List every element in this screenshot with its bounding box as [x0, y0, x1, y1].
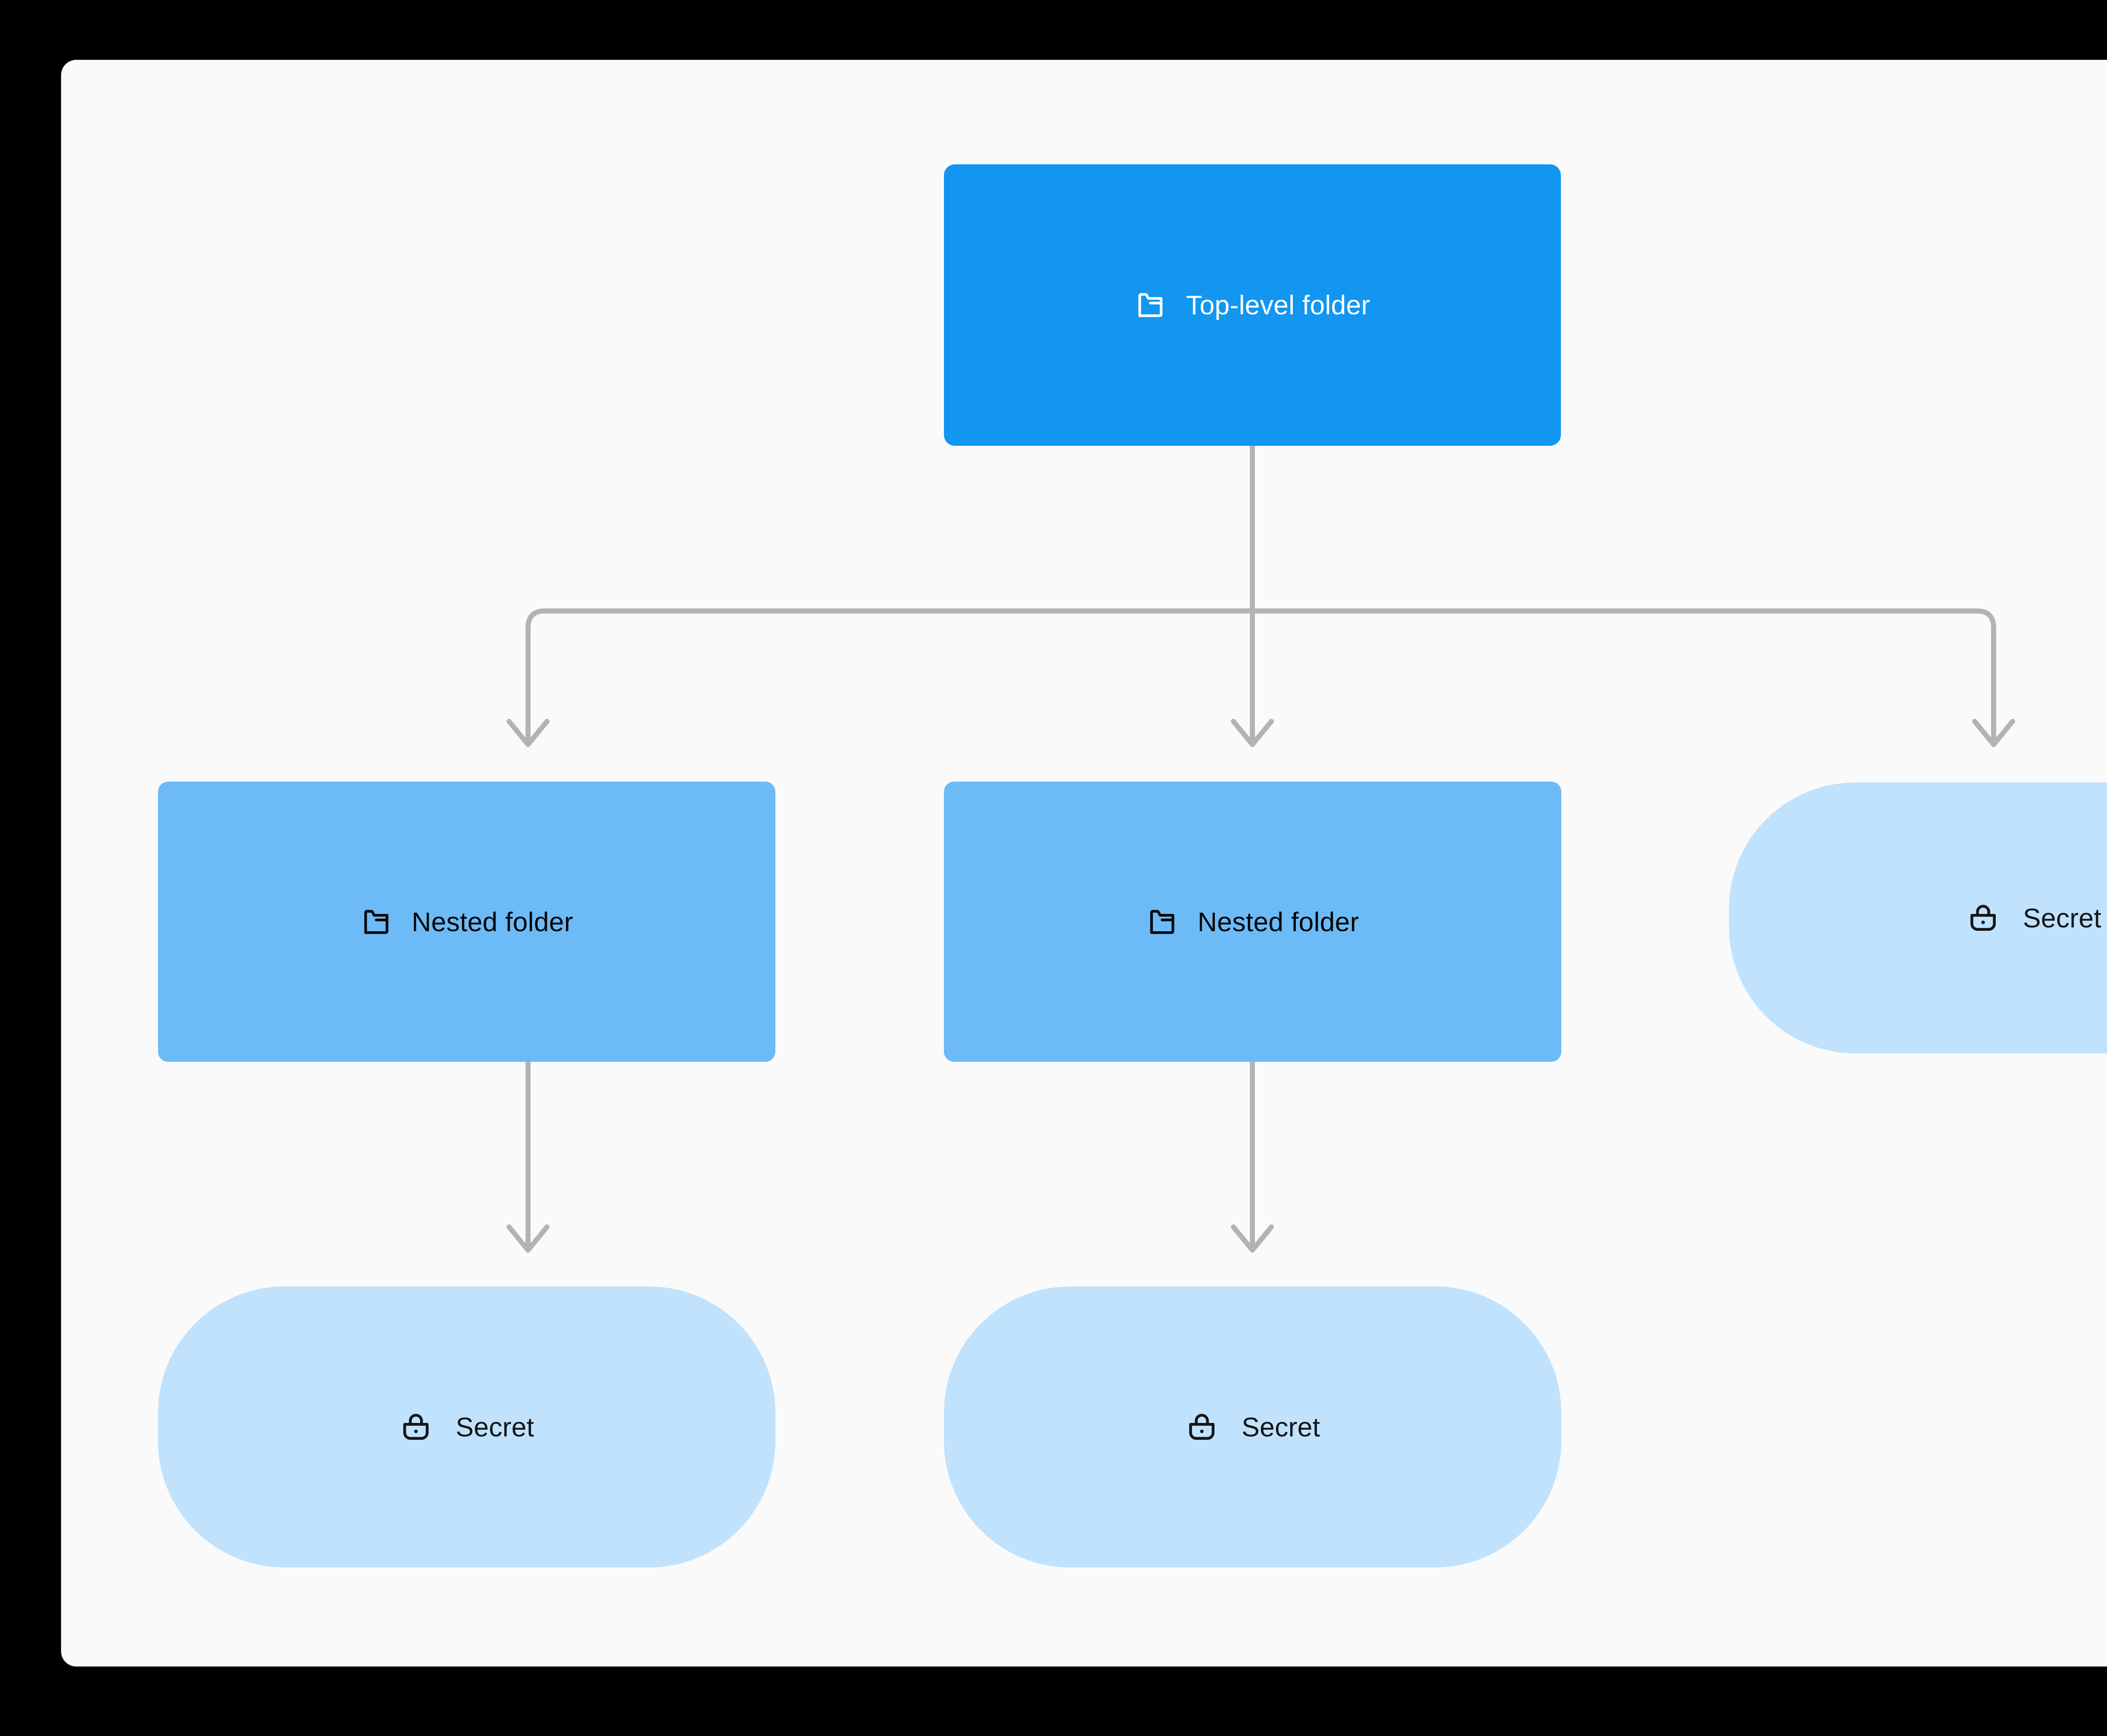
- arrowhead-secret-mid: [1231, 1224, 1274, 1253]
- node-label: Top-level folder: [1186, 290, 1370, 320]
- diagram-canvas: Top-level folder Nested folder: [61, 60, 2107, 1666]
- node-label: Nested folder: [1197, 906, 1359, 937]
- folder-icon: [360, 906, 392, 938]
- node-secret-right[interactable]: Secret: [1729, 782, 2107, 1053]
- node-label: Secret: [456, 1412, 534, 1442]
- arrowhead-nested2: [1231, 719, 1274, 747]
- node-secret-left[interactable]: Secret: [158, 1286, 775, 1567]
- edge-root-to-secret-right: [1250, 608, 1996, 747]
- node-label: Nested folder: [411, 906, 574, 937]
- node-nested-folder-1[interactable]: Nested folder: [158, 782, 775, 1062]
- node-label: Secret: [1241, 1412, 1320, 1442]
- lock-icon: [399, 1410, 433, 1444]
- node-label: Secret: [2023, 903, 2102, 933]
- lock-icon: [1966, 901, 2000, 935]
- folder-icon: [1146, 906, 1178, 938]
- arrowhead-secret-left: [507, 1224, 550, 1253]
- node-top-level-folder[interactable]: Top-level folder: [944, 164, 1561, 446]
- arrowhead-nested1: [507, 719, 550, 747]
- node-secret-middle[interactable]: Secret: [944, 1286, 1561, 1567]
- edge-root-to-nested1: [525, 608, 1255, 747]
- node-nested-folder-2[interactable]: Nested folder: [944, 782, 1561, 1062]
- lock-icon: [1185, 1410, 1219, 1444]
- folder-icon: [1134, 289, 1166, 321]
- arrowhead-secret-right: [1972, 719, 2015, 747]
